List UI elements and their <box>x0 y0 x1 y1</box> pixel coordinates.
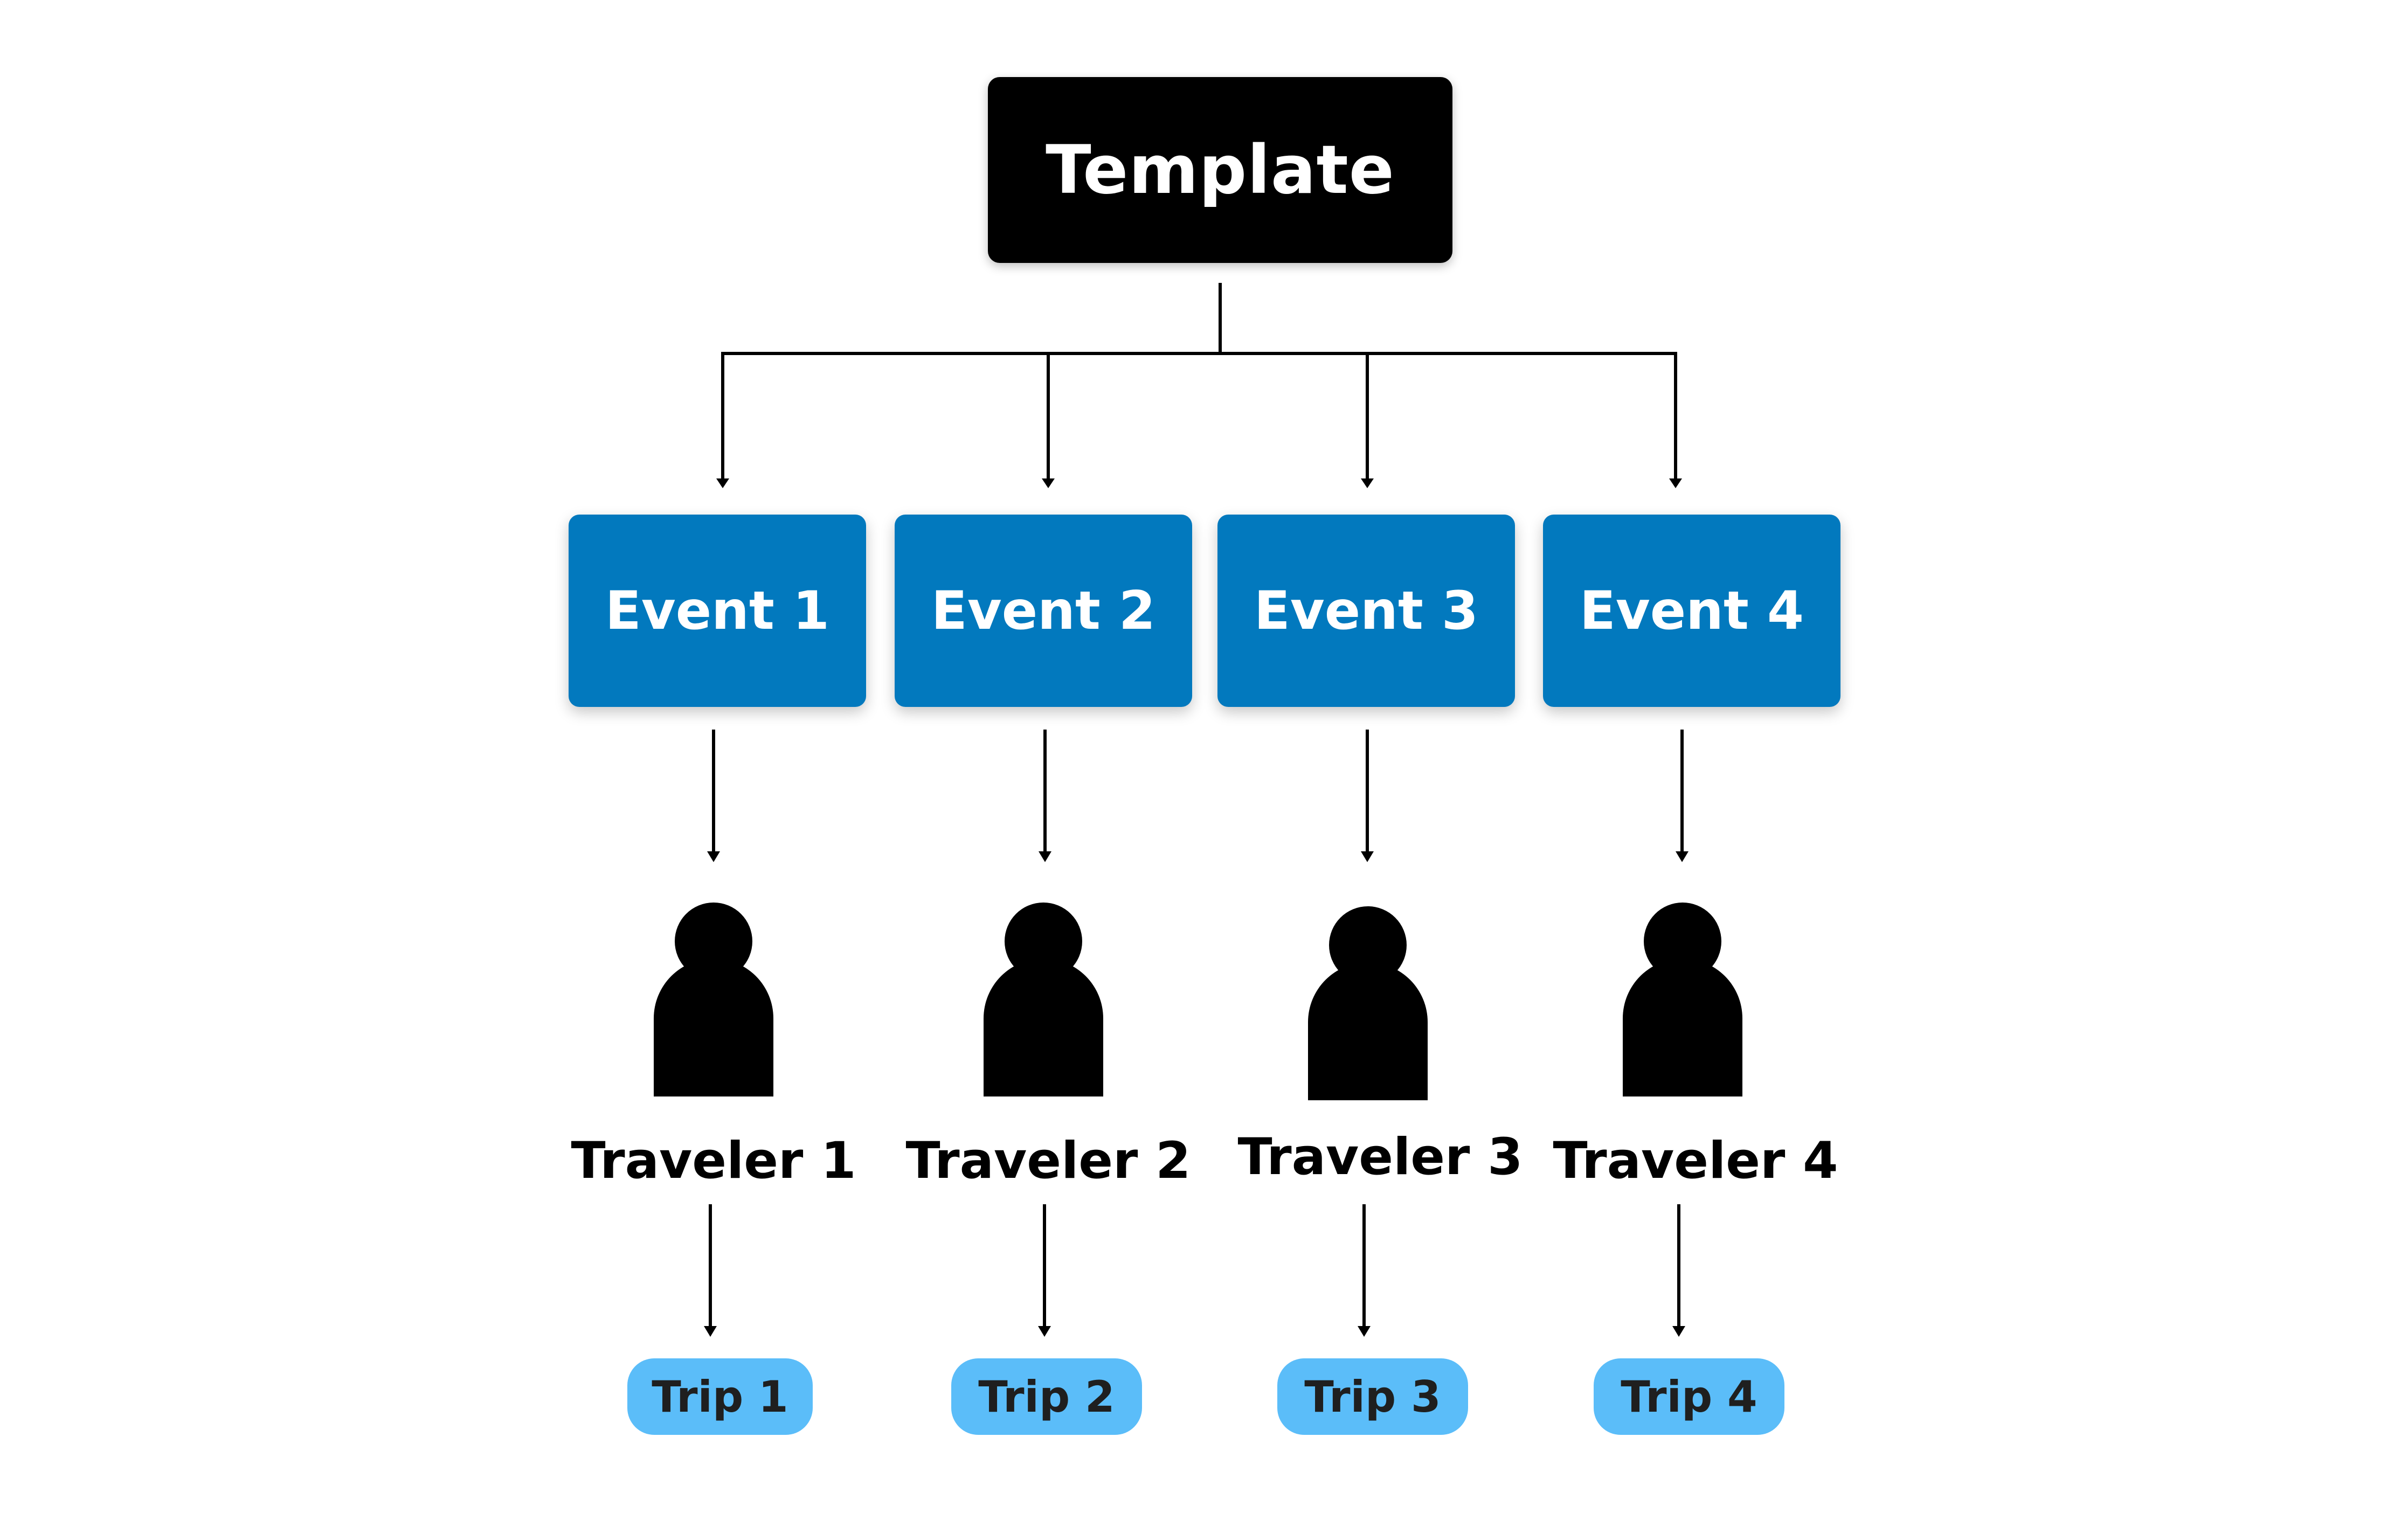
event-label-4: Event 4 <box>1579 580 1804 642</box>
event-label-3: Event 3 <box>1254 580 1479 642</box>
trip-pill-4[interactable]: Trip 4 <box>1594 1358 1784 1435</box>
person-icon <box>654 903 773 1096</box>
event-label-2: Event 2 <box>931 580 1156 642</box>
trip-label-2: Trip 2 <box>978 1371 1115 1422</box>
trip-pill-1[interactable]: Trip 1 <box>627 1358 813 1435</box>
person-icon <box>1308 906 1428 1100</box>
trip-pill-3[interactable]: Trip 3 <box>1277 1358 1468 1435</box>
event-label-1: Event 1 <box>605 580 830 642</box>
arrowhead-trip-4 <box>1672 1326 1685 1337</box>
trip-label-1: Trip 1 <box>652 1371 788 1422</box>
arrowhead-traveler-1 <box>707 851 720 862</box>
traveler-label-3: Traveler 3 <box>1237 1128 1523 1186</box>
arrowhead-event-4 <box>1669 478 1682 488</box>
person-icon <box>984 903 1103 1096</box>
trip-label-4: Trip 4 <box>1621 1371 1757 1422</box>
event-node-4[interactable]: Event 4 <box>1543 515 1840 707</box>
arrowhead-traveler-4 <box>1676 851 1689 862</box>
arrowhead-event-1 <box>716 478 729 488</box>
arrowhead-traveler-2 <box>1039 851 1051 862</box>
event-node-1[interactable]: Event 1 <box>569 515 866 707</box>
person-icon <box>1623 903 1742 1096</box>
arrowhead-trip-3 <box>1358 1326 1371 1337</box>
event-node-2[interactable]: Event 2 <box>895 515 1192 707</box>
traveler-label-2: Traveler 2 <box>905 1132 1191 1190</box>
trip-pill-2[interactable]: Trip 2 <box>951 1358 1142 1435</box>
arrowhead-event-3 <box>1361 478 1374 488</box>
traveler-label-4: Traveler 4 <box>1553 1132 1838 1190</box>
arrowhead-trip-2 <box>1038 1326 1051 1337</box>
template-label: Template <box>1046 131 1395 209</box>
arrowhead-event-2 <box>1042 478 1055 488</box>
arrowhead-trip-1 <box>704 1326 717 1337</box>
arrowhead-traveler-3 <box>1361 851 1374 862</box>
template-node[interactable]: Template <box>988 77 1452 263</box>
event-node-3[interactable]: Event 3 <box>1217 515 1515 707</box>
trip-label-3: Trip 3 <box>1304 1371 1441 1422</box>
traveler-label-1: Traveler 1 <box>571 1132 856 1190</box>
